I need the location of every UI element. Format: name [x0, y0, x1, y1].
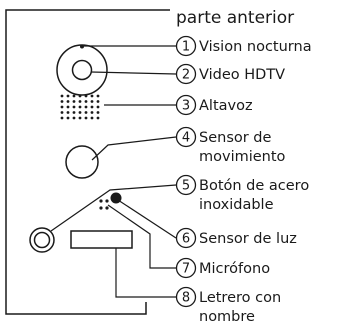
speaker-hole [78, 105, 82, 109]
callout-label: Video HDTV [199, 67, 285, 83]
speaker-hole [78, 94, 82, 98]
speaker-hole [84, 116, 88, 120]
callout-label: Vision nocturna [199, 39, 312, 55]
leader-lines [50, 45, 177, 298]
callout-4: 4 Sensor de movimiento [175, 126, 286, 165]
callout-label: Botón de acero [199, 178, 309, 194]
speaker-hole [60, 111, 64, 114]
speaker-hole [96, 94, 100, 98]
speaker-hole [90, 116, 94, 120]
callout-number: 1 [182, 40, 190, 55]
callout-number-circle [175, 94, 197, 116]
speaker-hole [96, 105, 100, 109]
speaker-hole [66, 100, 70, 103]
motion-sensor [65, 145, 99, 179]
camera-lens [56, 44, 108, 96]
callout-number-circle [175, 257, 197, 279]
speaker-hole [66, 111, 70, 114]
callout-1: 1 Vision nocturna [175, 35, 312, 57]
speaker-hole [72, 105, 76, 109]
speaker-hole [72, 100, 76, 103]
diagram-title: parte anterior [176, 8, 294, 28]
callout-number: 5 [182, 179, 190, 194]
callout-number-circle [175, 227, 197, 249]
speaker-hole [90, 94, 94, 98]
callout-3: 3 Altavoz [175, 94, 253, 116]
speaker-hole [66, 94, 70, 98]
speaker-hole [96, 116, 100, 120]
callout-label: Altavoz [199, 98, 253, 114]
callout-number-circle [175, 126, 197, 148]
speaker-hole [84, 111, 88, 114]
speaker-hole [90, 111, 94, 114]
callout-label: Micrófono [199, 261, 270, 277]
callout-number-circle [175, 35, 197, 57]
speaker-hole [60, 116, 64, 120]
speaker-hole [66, 116, 70, 120]
speaker-hole [78, 116, 82, 120]
callout-6: 6 Sensor de luz [175, 227, 297, 249]
speaker-hole [72, 111, 76, 114]
microphone-dots [99, 199, 109, 210]
callout-2: 2 Video HDTV [175, 63, 285, 85]
callout-number: 7 [182, 262, 190, 277]
callout-number-circle [175, 286, 197, 308]
speaker-hole [84, 100, 88, 103]
speaker-hole [96, 100, 100, 103]
name-plate [70, 230, 133, 249]
callout-label: nombre [199, 309, 255, 324]
callout-label: movimiento [199, 149, 286, 165]
speaker-hole [60, 94, 64, 98]
callout-8: 8 Letrero con nombre [175, 286, 281, 324]
speaker-hole [90, 100, 94, 103]
callout-number: 6 [182, 232, 190, 247]
callout-label: Letrero con [199, 290, 281, 306]
callout-label: Sensor de luz [199, 231, 297, 247]
speaker-hole [72, 116, 76, 120]
callout-7: 7 Micrófono [175, 257, 270, 279]
callout-number-circle [175, 63, 197, 85]
speaker-hole [78, 100, 82, 103]
speaker-hole [60, 100, 64, 103]
callout-number: 3 [182, 99, 190, 114]
speaker-hole [72, 94, 76, 98]
callout-number: 8 [182, 291, 190, 306]
speaker-hole [84, 105, 88, 109]
speaker-hole [60, 105, 64, 109]
callout-label: Sensor de [199, 130, 272, 146]
steel-button [29, 227, 55, 253]
callout-number-circle [175, 174, 197, 196]
speaker-grille [60, 94, 100, 120]
speaker-hole [66, 105, 70, 109]
callout-number: 4 [182, 131, 190, 146]
device-body-outline [5, 9, 170, 315]
speaker-hole [90, 105, 94, 109]
callout-5: 5 Botón de acero inoxidable [175, 174, 309, 213]
callout-number: 2 [182, 68, 190, 83]
callout-label: inoxidable [199, 197, 274, 213]
speaker-hole [78, 111, 82, 114]
speaker-hole [84, 94, 88, 98]
speaker-hole [96, 111, 100, 114]
